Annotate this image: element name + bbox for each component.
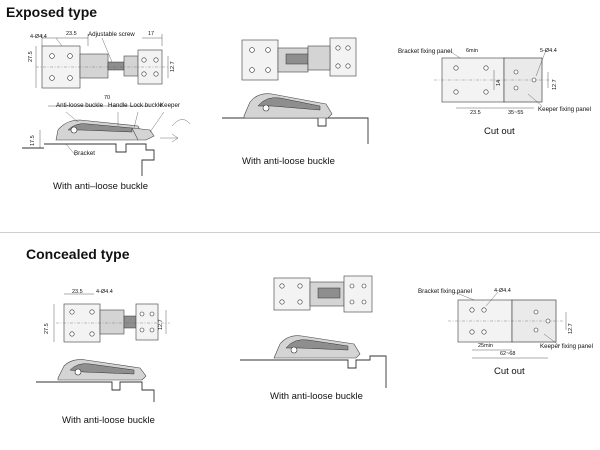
dim-label: 25min xyxy=(478,343,493,349)
adjustable-screw-label: Adjustable screw xyxy=(88,31,135,38)
concealed-dimensioned-drawing xyxy=(36,293,170,402)
exposed-caption-1: With anti–loose buckle xyxy=(53,181,149,192)
dim-label: 14 xyxy=(496,79,502,86)
exposed-side-view-drawing xyxy=(22,105,191,176)
exposed-assembly-illustration xyxy=(222,37,369,144)
dim-label: 17.5 xyxy=(30,135,36,146)
dim-label: 12.7 xyxy=(568,323,574,334)
bracket-fixing-panel-label-2: Bracket fixing panel xyxy=(418,288,472,295)
lock-buckle-label: Lock buckle xyxy=(130,102,163,109)
handle-label: Handle xyxy=(108,102,128,109)
exposed-type-heading: Exposed type xyxy=(6,4,98,20)
keeper-label: Keeper xyxy=(160,102,180,109)
anti-loose-buckle-label: Anti-loose buckle xyxy=(56,102,104,109)
dim-label: 27.5 xyxy=(44,323,50,334)
dim-label: 23.5 xyxy=(66,31,77,37)
keeper-fixing-panel-label: Keeper fixing panel xyxy=(538,106,591,113)
dim-label: 62~68 xyxy=(500,351,516,357)
dim-label: 5-Ø4.4 xyxy=(540,48,557,54)
exposed-cutout-drawing xyxy=(434,49,550,109)
dim-label: 6min xyxy=(466,48,478,54)
concealed-cutout-caption: Cut out xyxy=(494,366,525,377)
dim-label: 12.7 xyxy=(158,319,164,330)
exposed-caption-2: With anti-loose buckle xyxy=(242,156,335,167)
concealed-type-heading: Concealed type xyxy=(26,246,130,262)
section-divider xyxy=(0,232,600,233)
concealed-caption-2: With anti-loose buckle xyxy=(270,391,363,402)
dim-label: 23.5 xyxy=(72,289,83,295)
dim-label: 12.7 xyxy=(170,61,176,72)
dim-label: 12.7 xyxy=(552,79,558,90)
dim-label: 4-Ø4.4 xyxy=(96,289,113,295)
dim-label: 4-Ø4.4 xyxy=(494,288,511,294)
keeper-fixing-panel-label-2: Keeper fixing panel xyxy=(540,343,593,350)
concealed-cutout-drawing xyxy=(448,291,567,359)
bracket-fixing-panel-label: Bracket fixing panel xyxy=(398,48,452,55)
dim-label: 70 xyxy=(104,95,111,101)
dim-label: 23.5 xyxy=(470,110,481,116)
dim-label: 17 xyxy=(148,31,155,37)
exposed-top-view-drawing xyxy=(35,34,169,89)
exposed-cutout-caption: Cut out xyxy=(484,126,515,137)
concealed-caption-1: With anti-loose buckle xyxy=(62,415,155,426)
dim-label: 27.5 xyxy=(28,51,34,62)
dim-label: 35~55 xyxy=(508,110,524,116)
bracket-label: Bracket xyxy=(74,150,95,157)
concealed-assembly-illustration xyxy=(240,275,387,388)
dim-label: 4-Ø4.4 xyxy=(30,34,47,40)
